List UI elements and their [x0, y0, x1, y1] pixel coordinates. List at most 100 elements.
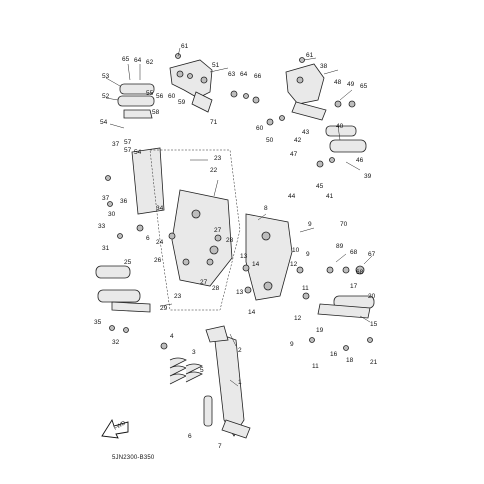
callout-45: 45 [316, 183, 324, 190]
callout-9c: 9 [290, 341, 294, 348]
callout-48: 48 [334, 79, 342, 86]
callout-27a: 27 [214, 227, 222, 234]
rear-footpeg-right [325, 125, 367, 153]
callout-9a: 9 [308, 221, 312, 228]
callout-53: 53 [102, 73, 110, 80]
callout-23b: 23 [174, 293, 182, 300]
callout-68a: 68 [350, 249, 358, 256]
callout-labels: 61 51 65 64 62 53 63 64 66 61 38 48 49 6… [94, 43, 378, 450]
callout-33: 33 [98, 223, 106, 230]
callout-62: 62 [146, 59, 154, 66]
callout-56: 56 [156, 93, 164, 100]
callout-26: 26 [154, 257, 162, 264]
callout-25: 25 [124, 259, 132, 266]
callout-43: 43 [302, 129, 310, 136]
callout-21: 21 [370, 359, 378, 366]
callout-59: 59 [178, 99, 186, 106]
callout-24: 24 [156, 239, 164, 246]
callout-67: 67 [368, 251, 376, 258]
callout-23a: 23 [214, 155, 222, 162]
callout-5: 5 [200, 367, 204, 374]
callout-35: 35 [94, 319, 102, 326]
callout-1: 1 [238, 379, 242, 386]
fwd-label: FWD [113, 420, 127, 431]
leader-lines [105, 47, 373, 387]
callout-50: 50 [266, 137, 274, 144]
callout-14a: 14 [252, 261, 260, 268]
callout-4: 4 [170, 333, 174, 340]
callout-2: 2 [238, 347, 242, 354]
callout-28b: 28 [212, 285, 220, 292]
callout-31: 31 [102, 245, 110, 252]
callout-6b: 6 [188, 433, 192, 440]
callout-63: 63 [228, 71, 236, 78]
callout-12b: 12 [294, 315, 302, 322]
callout-70: 70 [340, 221, 348, 228]
callout-39: 39 [364, 173, 372, 180]
callout-54a: 54 [100, 119, 108, 126]
callout-15: 15 [370, 321, 378, 328]
fwd-arrow-icon: FWD [101, 418, 129, 439]
callout-12a: 12 [290, 261, 298, 268]
sidestand-springs [169, 357, 213, 427]
callout-68b: 68 [356, 269, 364, 276]
callout-36: 36 [120, 198, 128, 205]
callout-38a: 38 [320, 63, 328, 70]
callout-41: 41 [326, 193, 334, 200]
front-footpeg-right [317, 295, 375, 319]
callout-13b: 13 [236, 289, 244, 296]
callout-46: 46 [356, 157, 364, 164]
front-footpeg-left [95, 265, 151, 313]
callout-17: 17 [350, 283, 358, 290]
main-footrest-bracket-right [245, 213, 293, 301]
callout-13a: 13 [240, 253, 248, 260]
fasteners [105, 53, 373, 351]
callout-64a: 64 [134, 57, 142, 64]
callout-8: 8 [264, 205, 268, 212]
callout-47: 47 [290, 151, 298, 158]
callout-20: 20 [368, 293, 376, 300]
callout-89: 89 [336, 243, 344, 250]
reference-code: 5JN2300-B350 [112, 455, 155, 461]
callout-37b: 37 [102, 195, 110, 202]
callout-52: 52 [102, 93, 110, 100]
callout-11b: 11 [312, 363, 319, 370]
callout-44: 44 [288, 193, 296, 200]
callout-19: 19 [316, 327, 324, 334]
callout-42: 42 [294, 137, 302, 144]
callout-30: 30 [108, 211, 116, 218]
callout-57b: 57 [124, 147, 132, 154]
callout-16: 16 [330, 351, 338, 358]
callout-64b: 64 [240, 71, 248, 78]
callout-28a: 28 [226, 237, 234, 244]
callout-57a: 57 [124, 139, 132, 146]
callout-9b: 9 [306, 251, 310, 258]
callout-65a: 65 [122, 56, 130, 63]
callout-65b: 65 [360, 83, 368, 90]
sidestand [205, 325, 251, 439]
callout-40: 40 [336, 123, 344, 130]
callout-11a: 11 [302, 285, 309, 292]
callout-29: 29 [160, 305, 168, 312]
callout-60a: 60 [168, 93, 176, 100]
callout-60b: 60 [256, 125, 264, 132]
rear-footpeg-left [117, 83, 155, 119]
callout-27b: 27 [200, 279, 208, 286]
rear-footrest-bracket-left [169, 59, 213, 113]
callout-32: 32 [112, 339, 120, 346]
callout-34: 34 [156, 205, 164, 212]
callout-7: 7 [218, 443, 222, 450]
rear-footrest-bracket-right [285, 63, 327, 121]
callout-55: 55 [146, 90, 154, 97]
callout-61b: 61 [306, 52, 314, 59]
callout-37a: 37 [112, 141, 120, 148]
callout-3: 3 [192, 349, 196, 356]
callout-14b: 14 [248, 309, 256, 316]
callout-66: 66 [254, 73, 262, 80]
callout-58: 58 [152, 109, 160, 116]
callout-18: 18 [346, 357, 354, 364]
callout-51: 51 [212, 62, 220, 69]
callout-71: 71 [210, 119, 218, 126]
callout-10: 10 [292, 247, 300, 254]
